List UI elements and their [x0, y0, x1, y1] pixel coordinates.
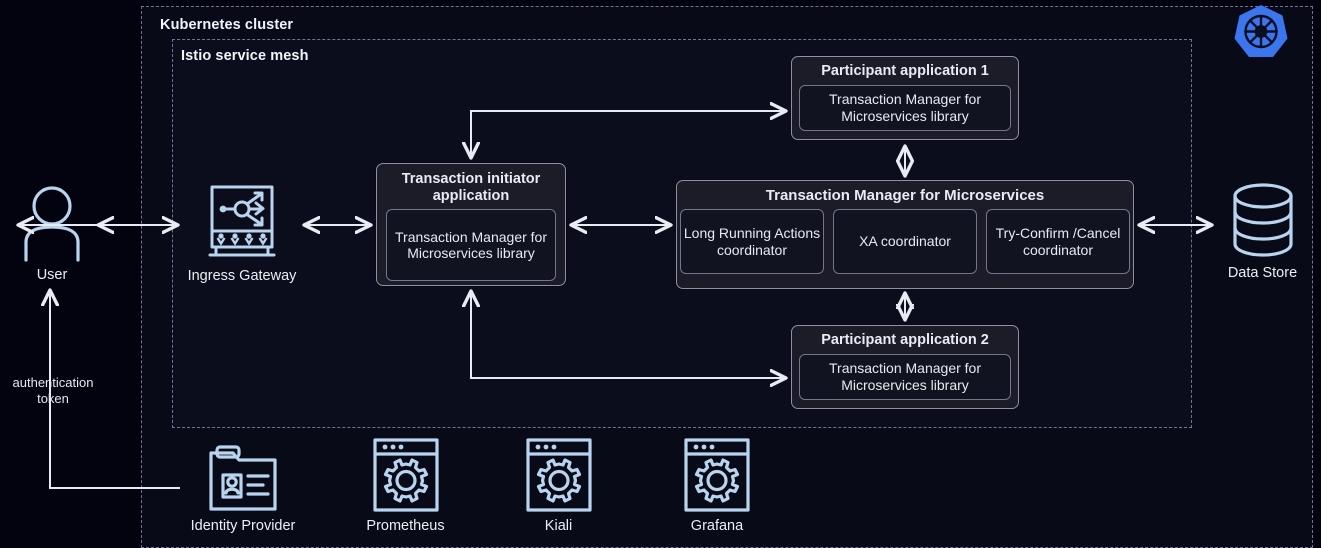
participant2-tm-library: Transaction Manager for Microservices li…: [799, 353, 1011, 400]
card-transaction-manager-for-microservices[interactable]: Transaction Manager for Microservices Lo…: [676, 180, 1134, 289]
coordinator-xa[interactable]: XA coordinator: [833, 209, 977, 275]
node-data-store[interactable]: Data Store: [1215, 180, 1310, 281]
card-title: Transaction Manager for Microservices: [765, 187, 1045, 204]
coordinator-try-confirm-cancel[interactable]: Try-Confirm /Cancel coordinator: [986, 209, 1130, 275]
card-title: Participant application 1: [821, 63, 989, 79]
node-user[interactable]: User: [8, 184, 96, 283]
card-title: Transaction initiator application: [401, 171, 541, 204]
id-card-icon: [209, 445, 277, 511]
coordinator-long-running-actions[interactable]: Long Running Actions coordinator: [680, 209, 824, 275]
node-label: Identity Provider: [190, 518, 296, 534]
node-grafana[interactable]: Grafana: [660, 437, 774, 534]
user-icon: [24, 186, 80, 262]
node-label: Data Store: [1227, 265, 1298, 281]
coordinator-row: Long Running Actions coordinator XA coor…: [680, 209, 1130, 275]
card-transaction-initiator-application[interactable]: Transaction initiator application Transa…: [376, 163, 566, 286]
gateway-icon: [208, 185, 276, 257]
gear-window-icon: [372, 438, 439, 512]
node-prometheus[interactable]: Prometheus: [349, 437, 462, 534]
kubernetes-logo-icon: [1230, 2, 1292, 64]
card-title: Participant application 2: [821, 332, 989, 348]
kubernetes-cluster-label: Kubernetes cluster: [160, 17, 294, 33]
gear-window-icon: [684, 438, 750, 512]
node-label: User: [36, 267, 68, 283]
card-participant-application-1[interactable]: Participant application 1 Transaction Ma…: [791, 56, 1019, 140]
gear-window-icon: [525, 438, 592, 512]
node-label: Kiali: [544, 518, 573, 534]
initiator-tm-library: Transaction Manager for Microservices li…: [386, 209, 556, 282]
node-label: Prometheus: [366, 518, 445, 534]
database-icon: [1232, 183, 1293, 257]
node-kiali[interactable]: Kiali: [521, 437, 596, 534]
istio-service-mesh-label: Istio service mesh: [181, 48, 309, 64]
authentication-token-label: authentication token: [12, 375, 94, 407]
node-ingress-gateway[interactable]: Ingress Gateway: [183, 185, 301, 284]
node-identity-provider[interactable]: Identity Provider: [184, 443, 302, 534]
node-label: Grafana: [690, 518, 744, 534]
node-label: Ingress Gateway: [187, 268, 297, 284]
card-participant-application-2[interactable]: Participant application 2 Transaction Ma…: [791, 325, 1019, 409]
participant1-tm-library: Transaction Manager for Microservices li…: [799, 84, 1011, 131]
